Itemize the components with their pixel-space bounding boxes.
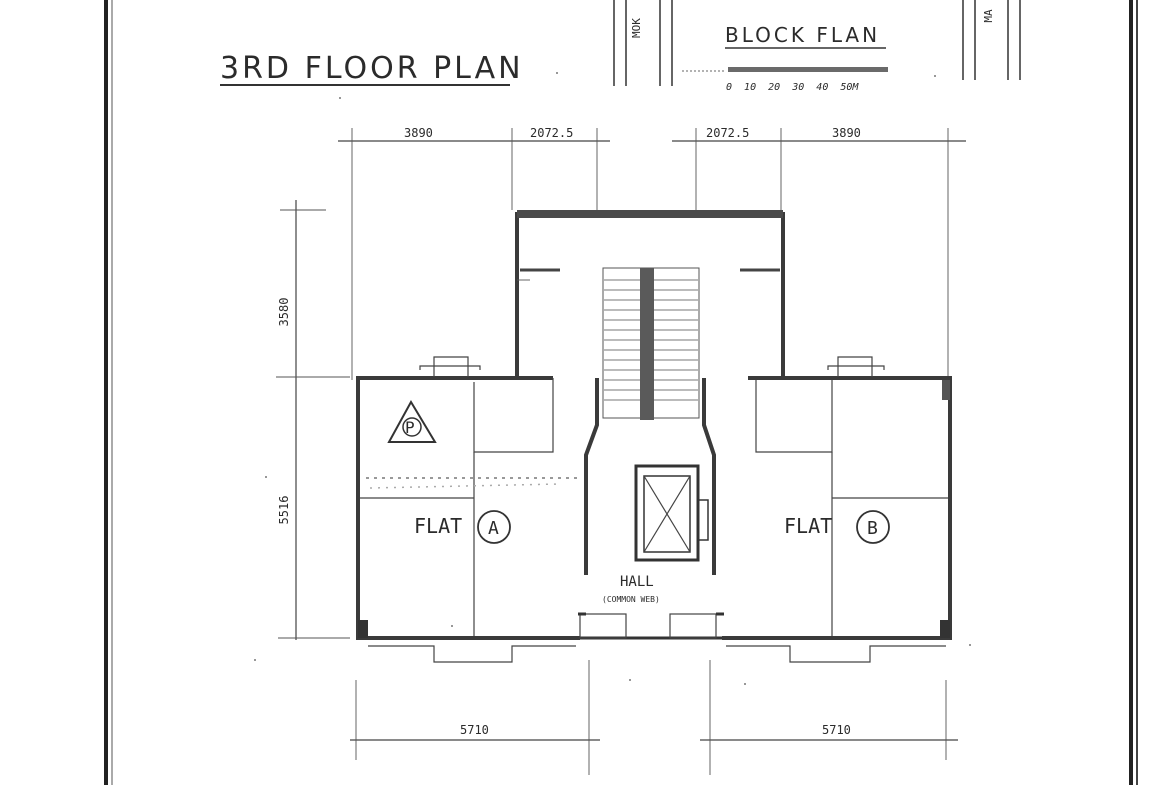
block-plan-title: BLOCK FLAN <box>725 23 880 47</box>
block-plan-panel: MOK MA BLOCK FLAN 0 10 20 30 40 50M <box>613 0 1021 93</box>
top-dimension-lines: 3890 2072.5 2072.5 3890 <box>338 126 966 380</box>
block-plan-side-right: MA <box>982 9 995 23</box>
bottom-dimension-lines: 5710 5710 <box>350 660 958 775</box>
flat-a-letter: A <box>488 518 499 539</box>
left-dimension-lines: 3580 5516 <box>276 200 350 640</box>
scale-labels: 0 10 20 30 40 50M <box>726 82 859 93</box>
dim-top-right-1: 2072.5 <box>706 126 749 140</box>
dim-top-left-1: 3890 <box>404 126 433 140</box>
hall-label: HALL <box>620 574 654 590</box>
plan-title: 3RD FLOOR PLAN <box>220 51 524 86</box>
hall-sublabel: (COMMON WEB) <box>602 595 660 604</box>
stipple-band <box>366 477 578 489</box>
dim-top-right-2: 3890 <box>832 126 861 140</box>
drawing-specks <box>254 72 971 685</box>
interior-partitions <box>360 268 948 640</box>
dim-left-lower: 5516 <box>277 496 291 525</box>
dim-top-left-2: 2072.5 <box>530 126 573 140</box>
flat-a-label: FLAT <box>414 514 462 538</box>
block-plan-side-left: MOK <box>630 18 643 38</box>
drawing-frame <box>104 0 1138 785</box>
staircase <box>602 267 700 420</box>
plan-title-group: 3RD FLOOR PLAN <box>220 51 524 86</box>
marker-triangle <box>387 399 437 443</box>
dim-left-upper: 3580 <box>277 298 291 327</box>
dim-bottom-left: 5710 <box>460 723 489 737</box>
building-walls <box>356 210 952 663</box>
scale-bar <box>728 67 888 72</box>
lift-shaft <box>634 464 709 562</box>
flat-b-label: FLAT <box>784 514 832 538</box>
room-labels: P FLAT A FLAT B HALL (COMMON WEB) <box>387 399 890 604</box>
flat-b-letter: B <box>867 518 878 539</box>
dim-bottom-right: 5710 <box>822 723 851 737</box>
marker-label: P <box>405 418 415 437</box>
